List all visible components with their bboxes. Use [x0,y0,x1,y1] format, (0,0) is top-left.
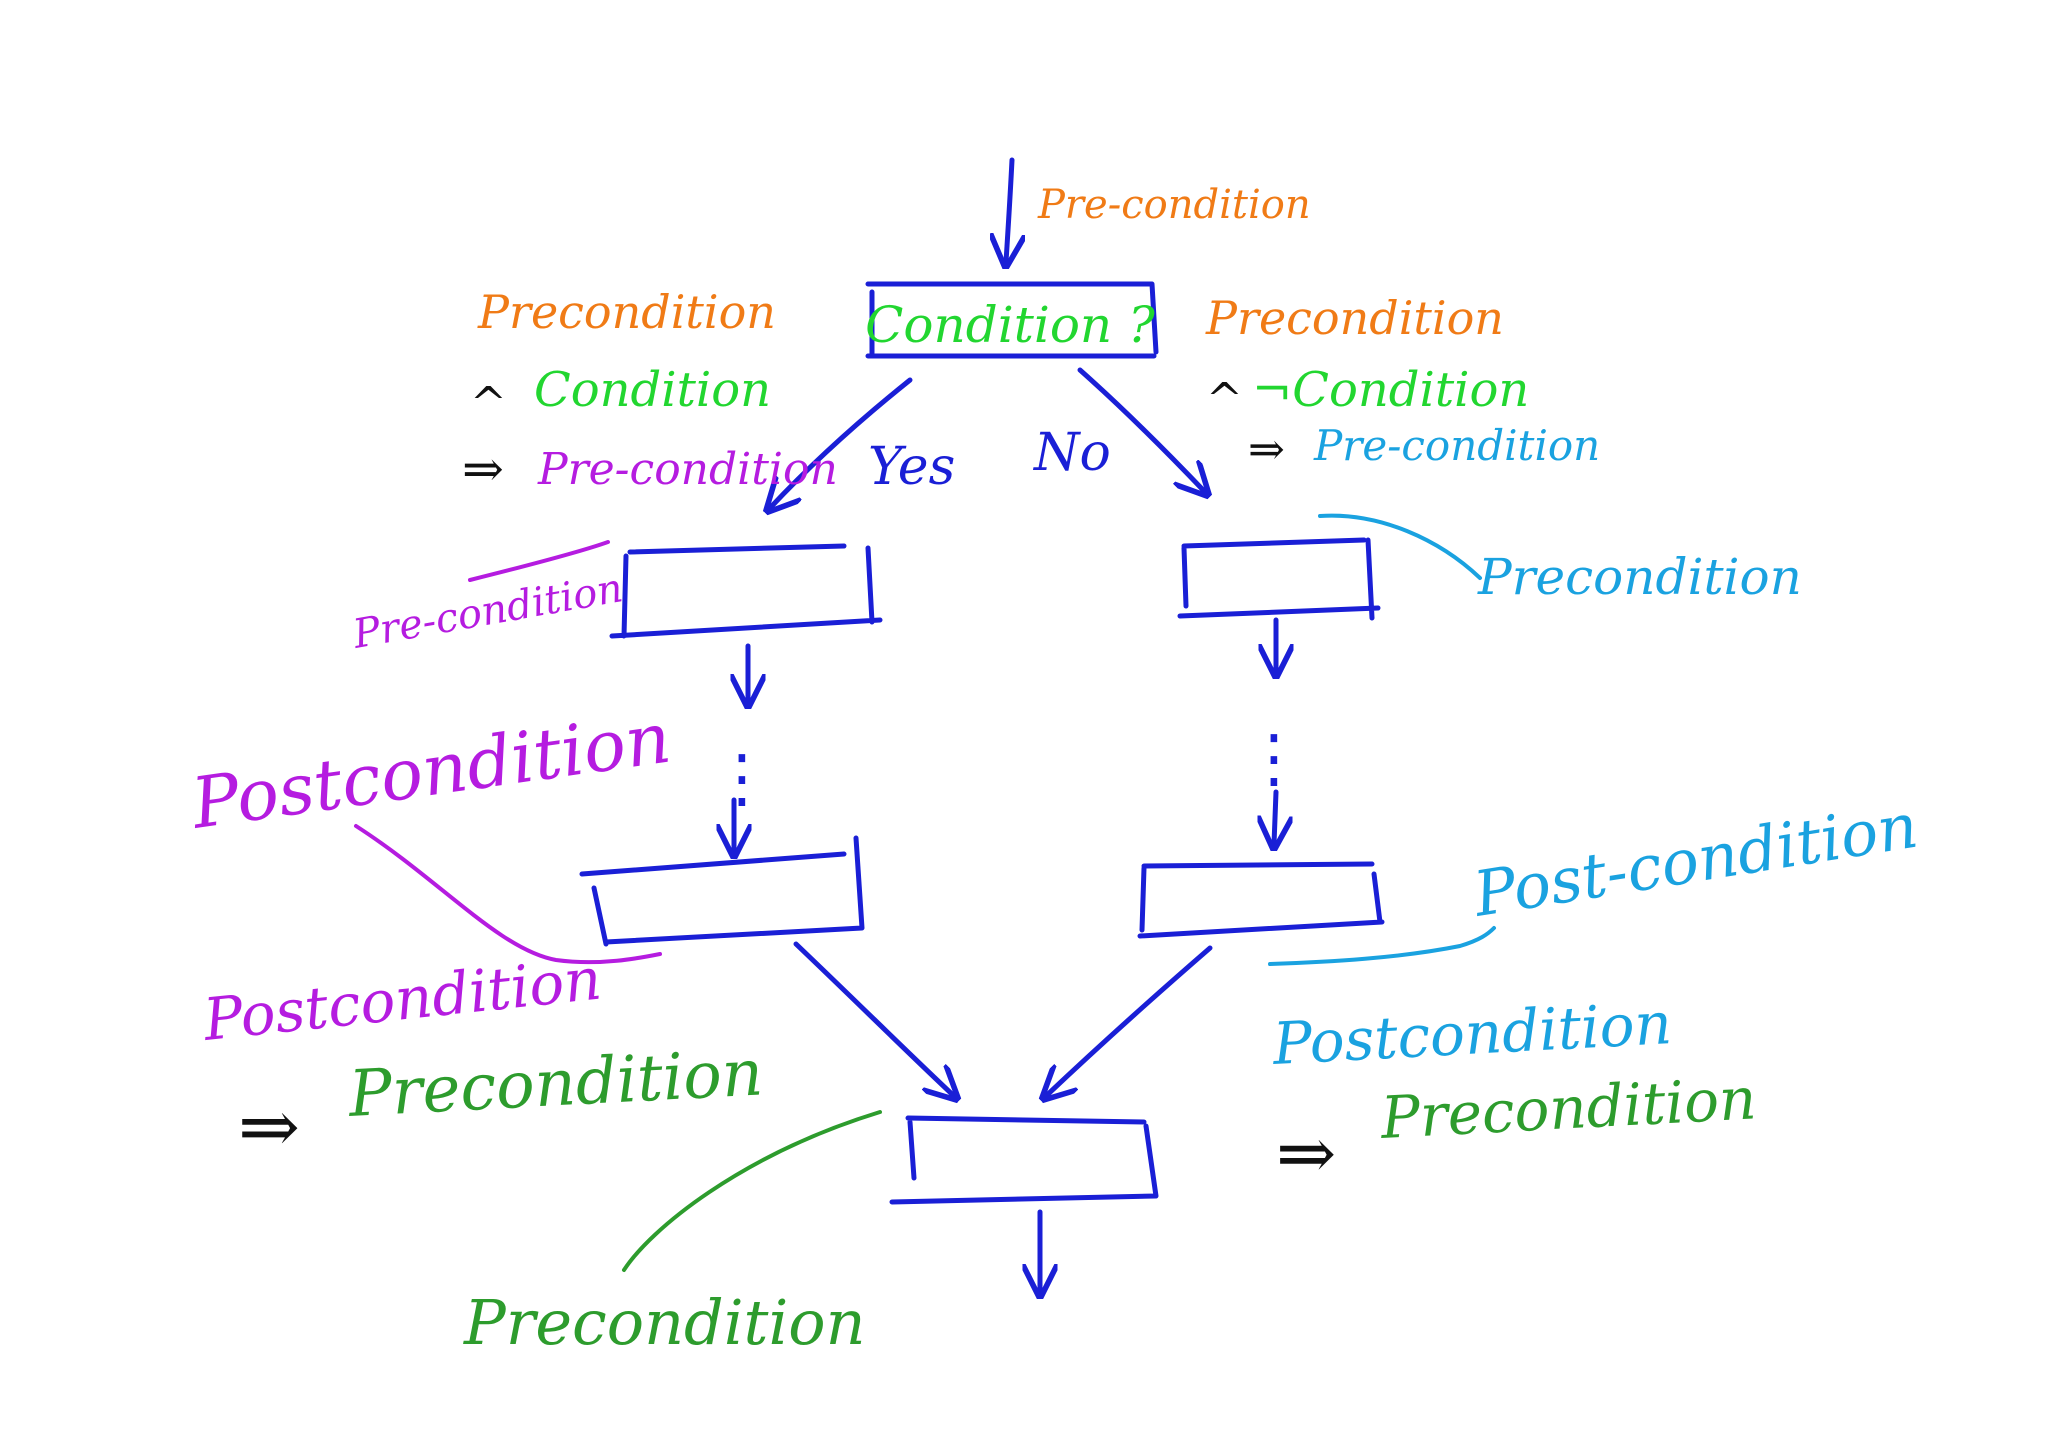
right-bottom-box [1137,861,1385,939]
right-merge-arrow [1046,945,1213,1096]
right-merge-precondition: Precondition [1378,1064,1758,1152]
left-premise-precondition: Precondition [477,285,776,339]
left-premise-implies: ⇒ [462,440,504,498]
merge-box [889,1115,1159,1205]
right-premise-result: Pre-condition [1313,421,1600,470]
left-box-precondition-leader [468,540,610,582]
right-box-precondition-leader [1318,513,1482,580]
right-ellipsis: ⋮ [1242,722,1306,796]
right-merge-implies: ⇒ [1276,1111,1336,1195]
right-postcondition-label: Post-condition [1468,789,1923,931]
left-merge-postcondition: Postcondition [199,945,604,1054]
right-premise-condition: ¬Condition [1252,362,1529,418]
left-premise-result: Pre-condition [537,444,838,495]
left-merge-arrow [793,941,954,1096]
bottom-precondition-label: Precondition [463,1286,866,1359]
left-top-box [609,543,883,639]
left-merge-precondition: Precondition [346,1036,765,1132]
top-precondition-label: Pre-condition [1037,182,1311,228]
decision-label: Condition ? [865,296,1156,354]
yes-branch-arrow [770,377,913,508]
left-premise-condition: Condition [534,362,771,418]
left-premise-and: ^ [470,378,507,429]
left-box-precondition-label: Pre-condition [349,565,626,658]
right-down-arrow-2 [1274,789,1276,844]
right-top-box [1177,537,1381,621]
right-box-precondition-label: Precondition [1477,548,1802,606]
yes-label: Yes [868,437,955,497]
right-merge-postcondition: Postcondition [1270,989,1673,1078]
entry-arrow [1006,157,1012,262]
left-merge-implies: ⇒ [238,1084,300,1170]
left-ellipsis: ⋮ [710,742,774,816]
right-postcondition-leader [1268,926,1496,966]
left-postcondition-label: Postcondition [185,697,676,846]
no-branch-arrow [1077,367,1205,492]
right-premise-implies: ⇒ [1248,424,1285,475]
no-label: No [1032,423,1111,483]
right-premise-precondition: Precondition [1205,291,1504,345]
decision-box [865,281,1159,359]
right-premise-and: ^ [1206,374,1243,425]
left-bottom-box [579,835,865,947]
left-postcondition-leader [354,824,662,965]
bottom-precondition-leader [622,1110,882,1272]
